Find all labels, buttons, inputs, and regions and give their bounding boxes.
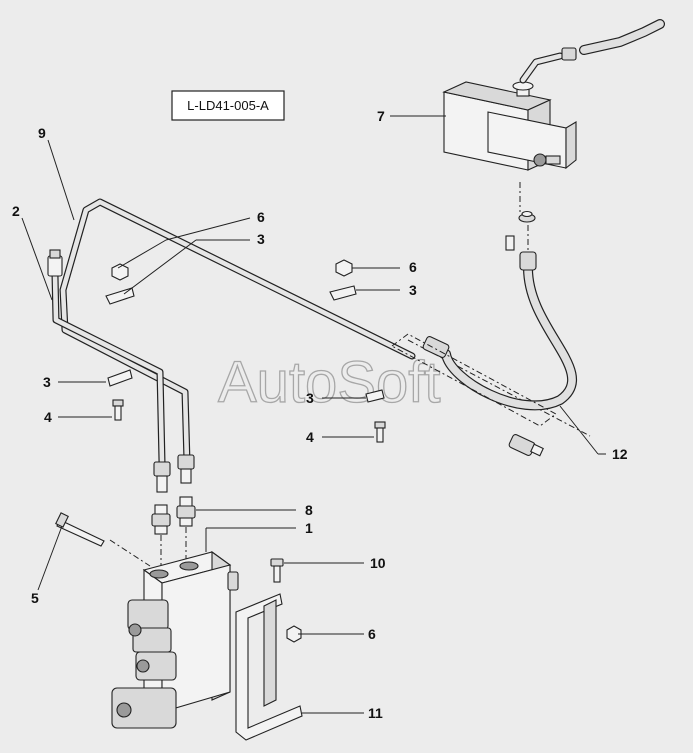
callout-3-upper: 3 [257, 231, 265, 247]
part-12-hose [422, 251, 578, 457]
part-5-bolt [55, 512, 105, 547]
callout-10: 10 [370, 555, 386, 571]
callout-1: 1 [305, 520, 313, 536]
callout-4-left: 4 [44, 409, 52, 425]
watermark: AutoSoft [218, 350, 440, 415]
tube-end-fittings [153, 454, 195, 493]
callout-7: 7 [377, 108, 385, 124]
callout-5: 5 [31, 590, 39, 606]
part-2-tube [47, 249, 166, 466]
callout-11: 11 [368, 705, 383, 721]
assembly-lines [109, 182, 591, 567]
callout-3-mid: 3 [409, 282, 417, 298]
callout-12: 12 [612, 446, 628, 462]
callout-6-lower: 6 [368, 626, 376, 642]
callout-6-upper: 6 [257, 209, 265, 225]
callout-4-center: 4 [306, 429, 314, 445]
part-8-adapters [151, 496, 196, 535]
callout-9: 9 [38, 125, 46, 141]
upper-vent-pipe [519, 19, 665, 84]
part-10-bolt [270, 558, 284, 583]
drawing-code-box [171, 90, 285, 121]
part-9-tube [59, 198, 416, 466]
drawing-code: L-LD41-005-A [171, 90, 285, 121]
part-1-valve-block [111, 550, 239, 729]
leader-lines [21, 115, 606, 714]
callout-8: 8 [305, 502, 313, 518]
callout-6-mid: 6 [409, 259, 417, 275]
drawing-code-text: L-LD41-005-A [187, 98, 269, 113]
callout-3-center: 3 [306, 390, 314, 406]
callouts: 9 2 6 3 6 3 3 4 3 4 7 8 1 5 10 6 11 12 [12, 108, 628, 721]
callout-2: 2 [12, 203, 20, 219]
part-7-filter [442, 81, 577, 251]
callout-3-left: 3 [43, 374, 51, 390]
part-11-bracket [235, 593, 303, 741]
